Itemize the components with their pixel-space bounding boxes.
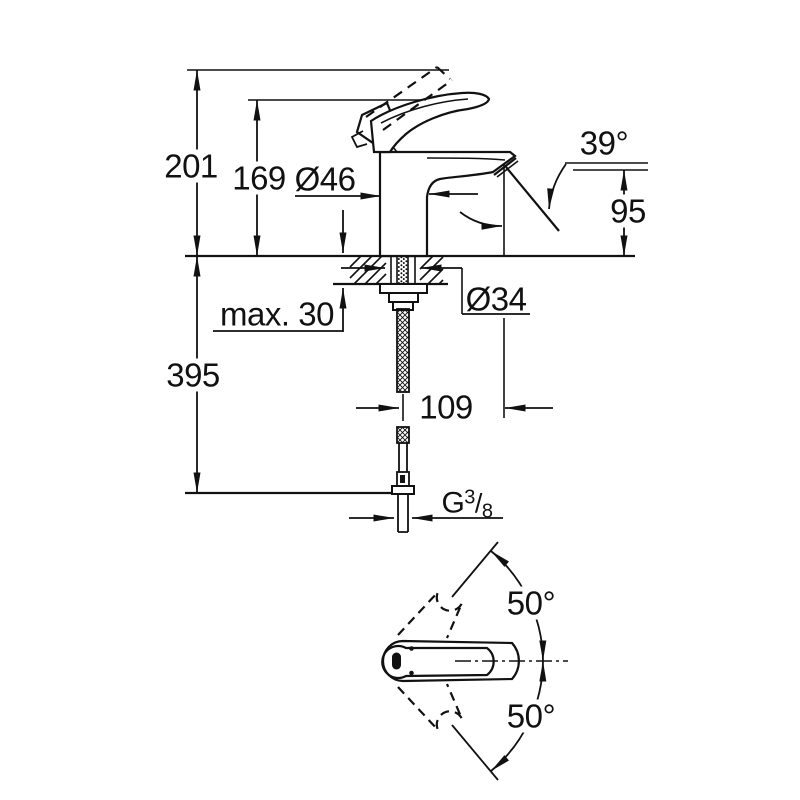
dim-39deg-label: 39° xyxy=(579,124,629,162)
mounting-nut-mid xyxy=(388,292,419,303)
aerator-face xyxy=(493,157,517,176)
dim-109-label: 109 xyxy=(419,388,473,426)
angle-arc-39 xyxy=(459,211,503,230)
thread-slash: / xyxy=(474,488,483,519)
dim-max30-label: max. 30 xyxy=(220,295,334,333)
handle-dot-bottom xyxy=(409,670,414,676)
handle-lever xyxy=(369,91,491,154)
angle-leg-lower xyxy=(451,724,499,781)
under-deck-dimension-lines xyxy=(213,210,553,522)
thread-numerator: 3 xyxy=(464,486,475,509)
handle-lever-inner-line xyxy=(380,98,469,124)
handle-nose-lip xyxy=(350,130,368,149)
spout-angle-line xyxy=(505,166,560,232)
braided-hose-lower xyxy=(396,426,410,444)
dim-50deg-lower-label: 50° xyxy=(503,699,559,733)
hose-fitting-detail xyxy=(400,475,405,483)
deck-cross-section xyxy=(333,255,448,311)
dim-d46-label: Ø46 xyxy=(294,160,356,198)
side-view-dimension-lines xyxy=(185,69,648,495)
handle-dot-top xyxy=(409,646,414,651)
hose-connection-tube xyxy=(397,494,409,533)
spout-top-chamfer-line xyxy=(426,157,506,161)
faucet-body-and-spout xyxy=(378,150,517,258)
dim-d34-label: Ø34 xyxy=(465,280,527,318)
dim-201-label: 201 xyxy=(161,149,221,183)
handle-rotated-down-dashed xyxy=(397,683,464,731)
mounting-nut-flange xyxy=(379,283,428,294)
dim-169-label: 169 xyxy=(229,161,289,195)
thread-letter: G xyxy=(441,486,465,520)
handle-top-view xyxy=(381,541,568,781)
handle-logo-recess xyxy=(392,652,401,670)
dim-g38-label: G3/8 xyxy=(441,485,493,523)
flexible-hose xyxy=(391,308,415,533)
dim-95-label: 95 xyxy=(607,194,649,228)
handle-lever-raised-dashed xyxy=(365,66,453,131)
thread-denominator: 8 xyxy=(481,500,493,523)
braided-hose-upper xyxy=(396,308,410,393)
mounting-shank-sides xyxy=(390,256,416,284)
aerator-face-inner-line xyxy=(496,160,519,178)
hose-smooth-section xyxy=(398,443,408,472)
angle-leader-arrow-39 xyxy=(547,163,567,210)
faucet-side-view xyxy=(350,66,519,258)
dim-395-label: 395 xyxy=(163,358,223,392)
hose-connection-nut xyxy=(391,485,415,495)
handle-rotated-up-dashed xyxy=(397,591,464,639)
dim-50deg-upper-label: 50° xyxy=(503,586,559,620)
threaded-shank xyxy=(396,255,409,286)
angle-leg-upper xyxy=(451,541,499,598)
